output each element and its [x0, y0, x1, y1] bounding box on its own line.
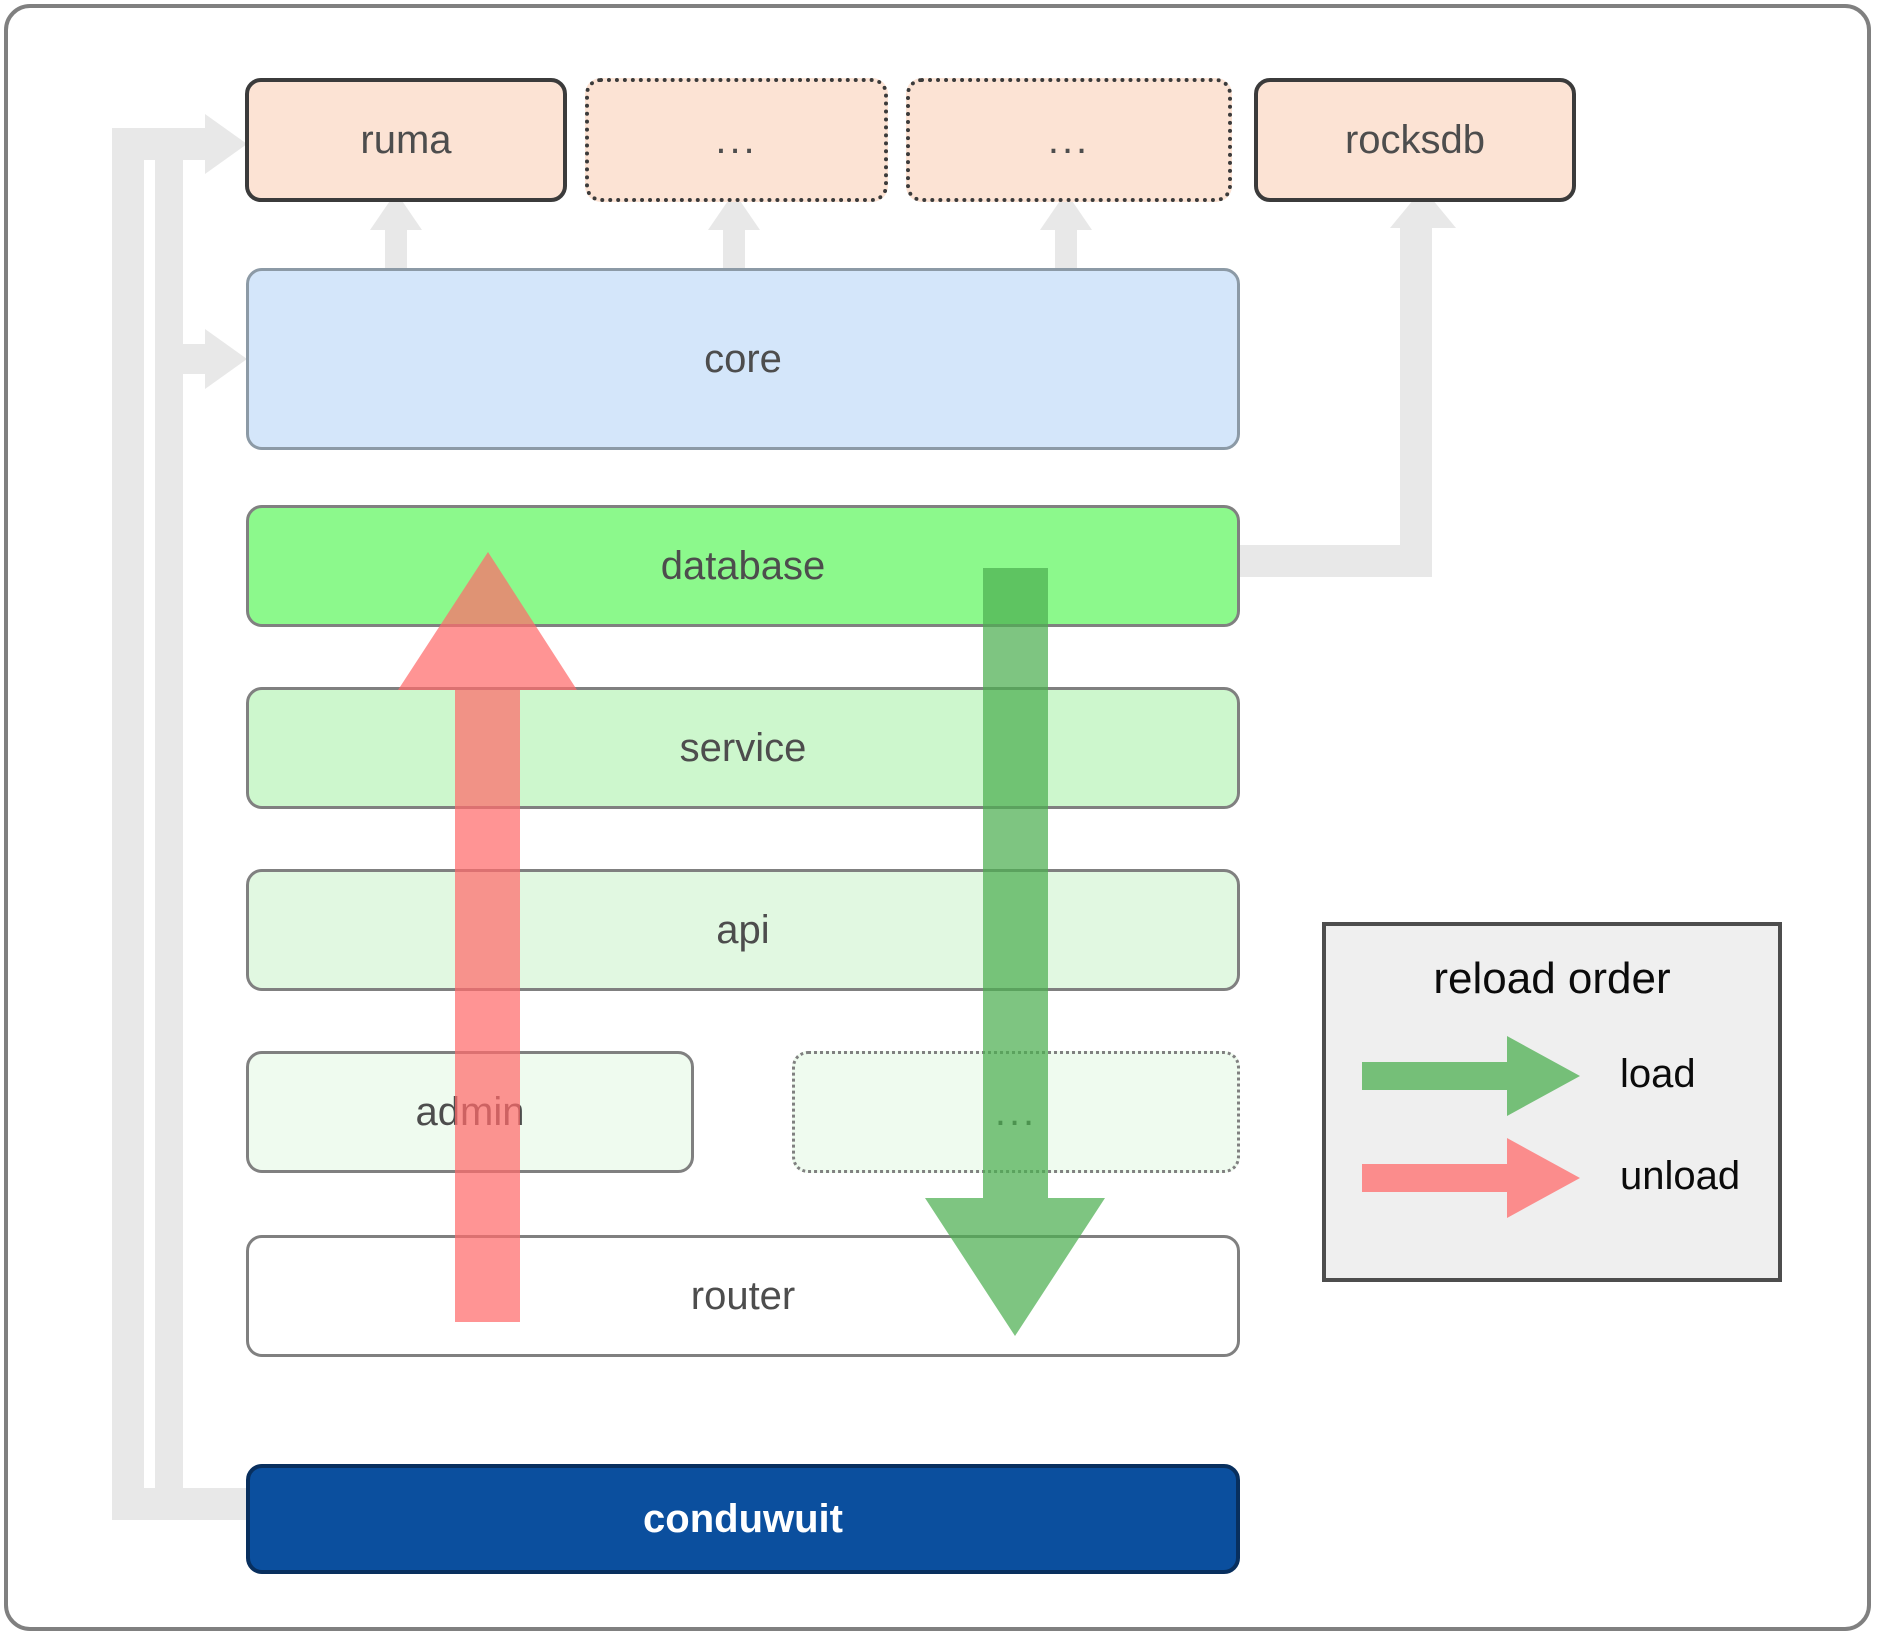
gray-arrow-core-to-ruma-shaft: [385, 222, 407, 270]
layer-box-database-label: database: [660, 543, 826, 588]
legend-unload-arrow-icon: [1362, 1138, 1582, 1223]
dependency-box-ellipsis-1[interactable]: ...: [585, 78, 888, 202]
layer-box-core-label: core: [704, 336, 782, 381]
dependency-box-ellipsis-1-label: ...: [715, 118, 758, 162]
layer-box-api-label: api: [716, 907, 770, 952]
dependency-box-ruma-label: ruma: [360, 117, 452, 162]
legend-load-arrow-icon: [1362, 1036, 1582, 1121]
gray-arrow-core-to-ellipsis1-shaft: [723, 222, 745, 270]
gray-connector-left-vertical: [112, 128, 144, 1520]
unload-arrow-up: [385, 552, 595, 1322]
layer-box-service[interactable]: service: [246, 687, 1240, 809]
layer-box-database[interactable]: database: [246, 505, 1240, 627]
legend-panel: reload order load unload: [1322, 922, 1782, 1282]
dependency-box-ellipsis-2[interactable]: ...: [906, 78, 1232, 202]
gray-connector-rocksdb-vertical: [1400, 220, 1432, 577]
layer-box-router[interactable]: router: [246, 1235, 1240, 1357]
layer-box-api[interactable]: api: [246, 869, 1240, 991]
dependency-box-rocksdb[interactable]: rocksdb: [1254, 78, 1576, 202]
layer-box-core[interactable]: core: [246, 268, 1240, 450]
gray-connector-inner-vertical: [155, 128, 183, 1488]
legend-unload-label: unload: [1620, 1154, 1741, 1198]
diagram-frame: [4, 4, 1871, 1631]
gray-arrow-core-to-ellipsis2-shaft: [1055, 222, 1077, 270]
gray-arrowhead-ruma-icon: [205, 114, 247, 174]
application-box-conduwuit-label: conduwuit: [643, 1496, 843, 1541]
gray-connector-database-right: [1240, 545, 1420, 577]
gray-arrowhead-core-icon: [205, 329, 247, 389]
dependency-box-ruma[interactable]: ruma: [245, 78, 567, 202]
layer-box-service-label: service: [679, 725, 807, 770]
gray-connector-bottom-horizontal: [112, 1488, 252, 1520]
legend-title: reload order: [1433, 954, 1671, 1003]
dependency-box-rocksdb-label: rocksdb: [1344, 117, 1486, 162]
application-box-conduwuit[interactable]: conduwuit: [246, 1464, 1240, 1574]
load-arrow-down: [900, 568, 1130, 1338]
layer-box-router-label: router: [690, 1273, 796, 1318]
legend-load-label: load: [1620, 1052, 1696, 1096]
dependency-box-ellipsis-2-label: ...: [1047, 118, 1091, 162]
